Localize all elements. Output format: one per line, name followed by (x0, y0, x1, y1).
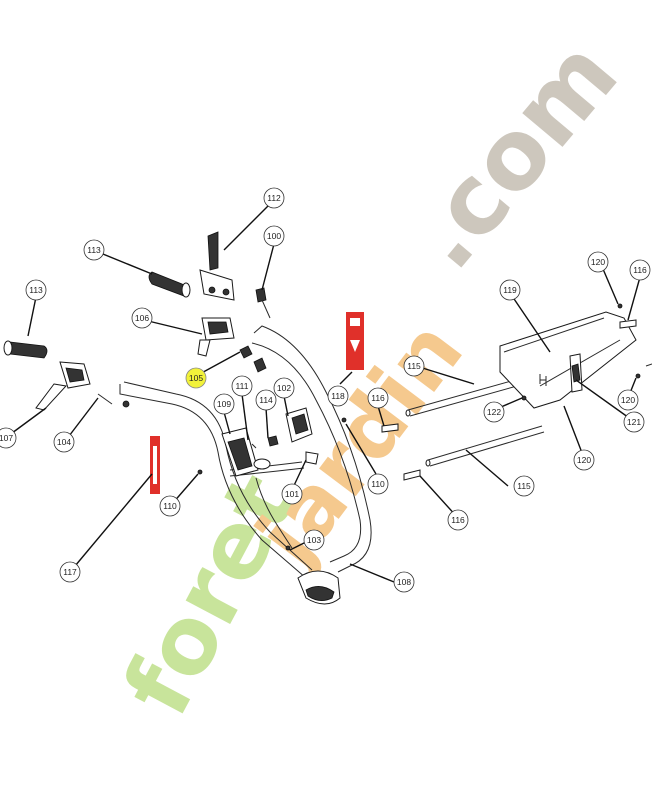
callout-120-top-label: 120 (591, 257, 605, 267)
callout-101-label: 101 (285, 489, 299, 499)
callout-112: 112 (263, 187, 285, 209)
fastener-110b (341, 417, 347, 423)
callout-102: 102 (273, 377, 295, 399)
decal-118 (346, 312, 364, 370)
control-107 (35, 361, 91, 411)
callout-121: 121 (623, 411, 645, 433)
callout-116-right: 116 (629, 259, 651, 281)
callout-115-lower: 115 (513, 475, 535, 497)
callout-117-label: 117 (63, 567, 77, 577)
callout-109: 109 (213, 393, 235, 415)
callout-113-left: 113 (25, 279, 47, 301)
callout-120-bottom: 120 (573, 449, 595, 471)
callout-120-bottom-label: 120 (577, 455, 591, 465)
bolt-100 (255, 287, 271, 319)
callout-116-center: 116 (367, 387, 389, 409)
screw-120a (617, 303, 623, 309)
callout-119: 119 (499, 279, 521, 301)
callout-106: 106 (131, 307, 153, 329)
latch-121 (569, 353, 583, 393)
callout-109-label: 109 (217, 399, 231, 409)
callout-119-label: 119 (503, 285, 517, 295)
callout-108-label: 108 (397, 577, 411, 587)
grip-113-left (3, 340, 48, 359)
callout-112-label: 112 (267, 193, 281, 203)
decal-117 (150, 436, 160, 494)
fastener-110a (197, 469, 203, 475)
callout-106-label: 106 (135, 313, 149, 323)
throttle-109 (221, 427, 271, 477)
callout-118: 118 (327, 385, 349, 407)
callout-105-label: 105 (189, 373, 203, 383)
callout-116-right-label: 116 (633, 265, 647, 275)
callout-110-right: 110 (367, 473, 389, 495)
callout-113-upper-label: 113 (87, 245, 101, 255)
shield-119 (499, 311, 637, 409)
screw-122 (521, 395, 527, 401)
callout-116-center-label: 116 (371, 393, 385, 403)
screw-120b (635, 373, 641, 379)
pin-111 (251, 443, 257, 449)
rod-115-upper (405, 377, 525, 417)
callout-100-label: 100 (267, 231, 281, 241)
callout-118-label: 118 (331, 391, 345, 401)
callout-103-label: 103 (307, 535, 321, 545)
spring-114 (267, 435, 279, 447)
bolt-104 (97, 393, 113, 405)
callout-108: 108 (393, 571, 415, 593)
callouts: 112 100 113 113 106 105 107 104 111 102 … (0, 187, 651, 593)
watermark-dotcom: .com (387, 19, 640, 290)
callout-120-top: 120 (587, 251, 609, 273)
callout-110-left-label: 110 (163, 501, 177, 511)
callout-122: 122 (483, 401, 505, 423)
callout-104: 104 (53, 431, 75, 453)
callout-111: 111 (231, 375, 253, 397)
callout-114-label: 114 (259, 395, 273, 405)
callout-100: 100 (263, 225, 285, 247)
bracket-106 (197, 317, 235, 357)
callout-120-right: 120 (617, 389, 639, 411)
callout-104-label: 104 (57, 437, 71, 447)
nut-104 (122, 400, 130, 408)
callout-113-upper: 113 (83, 239, 105, 261)
callout-122-label: 122 (487, 407, 501, 417)
callout-110-left: 110 (159, 495, 181, 517)
part-101 (305, 451, 319, 465)
callout-102-label: 102 (277, 383, 291, 393)
pin-116b (403, 469, 421, 481)
callout-113-left-label: 113 (29, 285, 43, 295)
rod-115-lower (425, 425, 545, 467)
callout-115-lower-label: 115 (517, 481, 531, 491)
fastener-103 (285, 545, 291, 551)
bolt-105 (239, 345, 253, 359)
callout-105: 105 (185, 367, 207, 389)
callout-114: 114 (255, 389, 277, 411)
throttle-cable (255, 477, 293, 549)
callout-115-upper: 115 (403, 355, 425, 377)
lever-112 (199, 231, 235, 301)
callout-116-bottom: 116 (447, 509, 469, 531)
callout-120-right-label: 120 (621, 395, 635, 405)
callout-121-label: 121 (627, 417, 641, 427)
callout-117: 117 (59, 561, 81, 583)
callout-116-bottom-label: 116 (451, 515, 465, 525)
pin-116c (619, 319, 637, 329)
knob (253, 357, 267, 373)
callout-107: 107 (0, 427, 17, 449)
callout-107-label: 107 (0, 433, 13, 443)
callout-115-upper-label: 115 (407, 361, 421, 371)
stud-120c (645, 363, 652, 367)
callout-110-right-label: 110 (371, 479, 385, 489)
callout-111-label: 111 (236, 381, 249, 391)
callout-101: 101 (281, 483, 303, 505)
pin-116a (381, 423, 399, 433)
grip-113-upper (148, 271, 191, 298)
callout-103: 103 (303, 529, 325, 551)
lever-102 (285, 407, 313, 443)
